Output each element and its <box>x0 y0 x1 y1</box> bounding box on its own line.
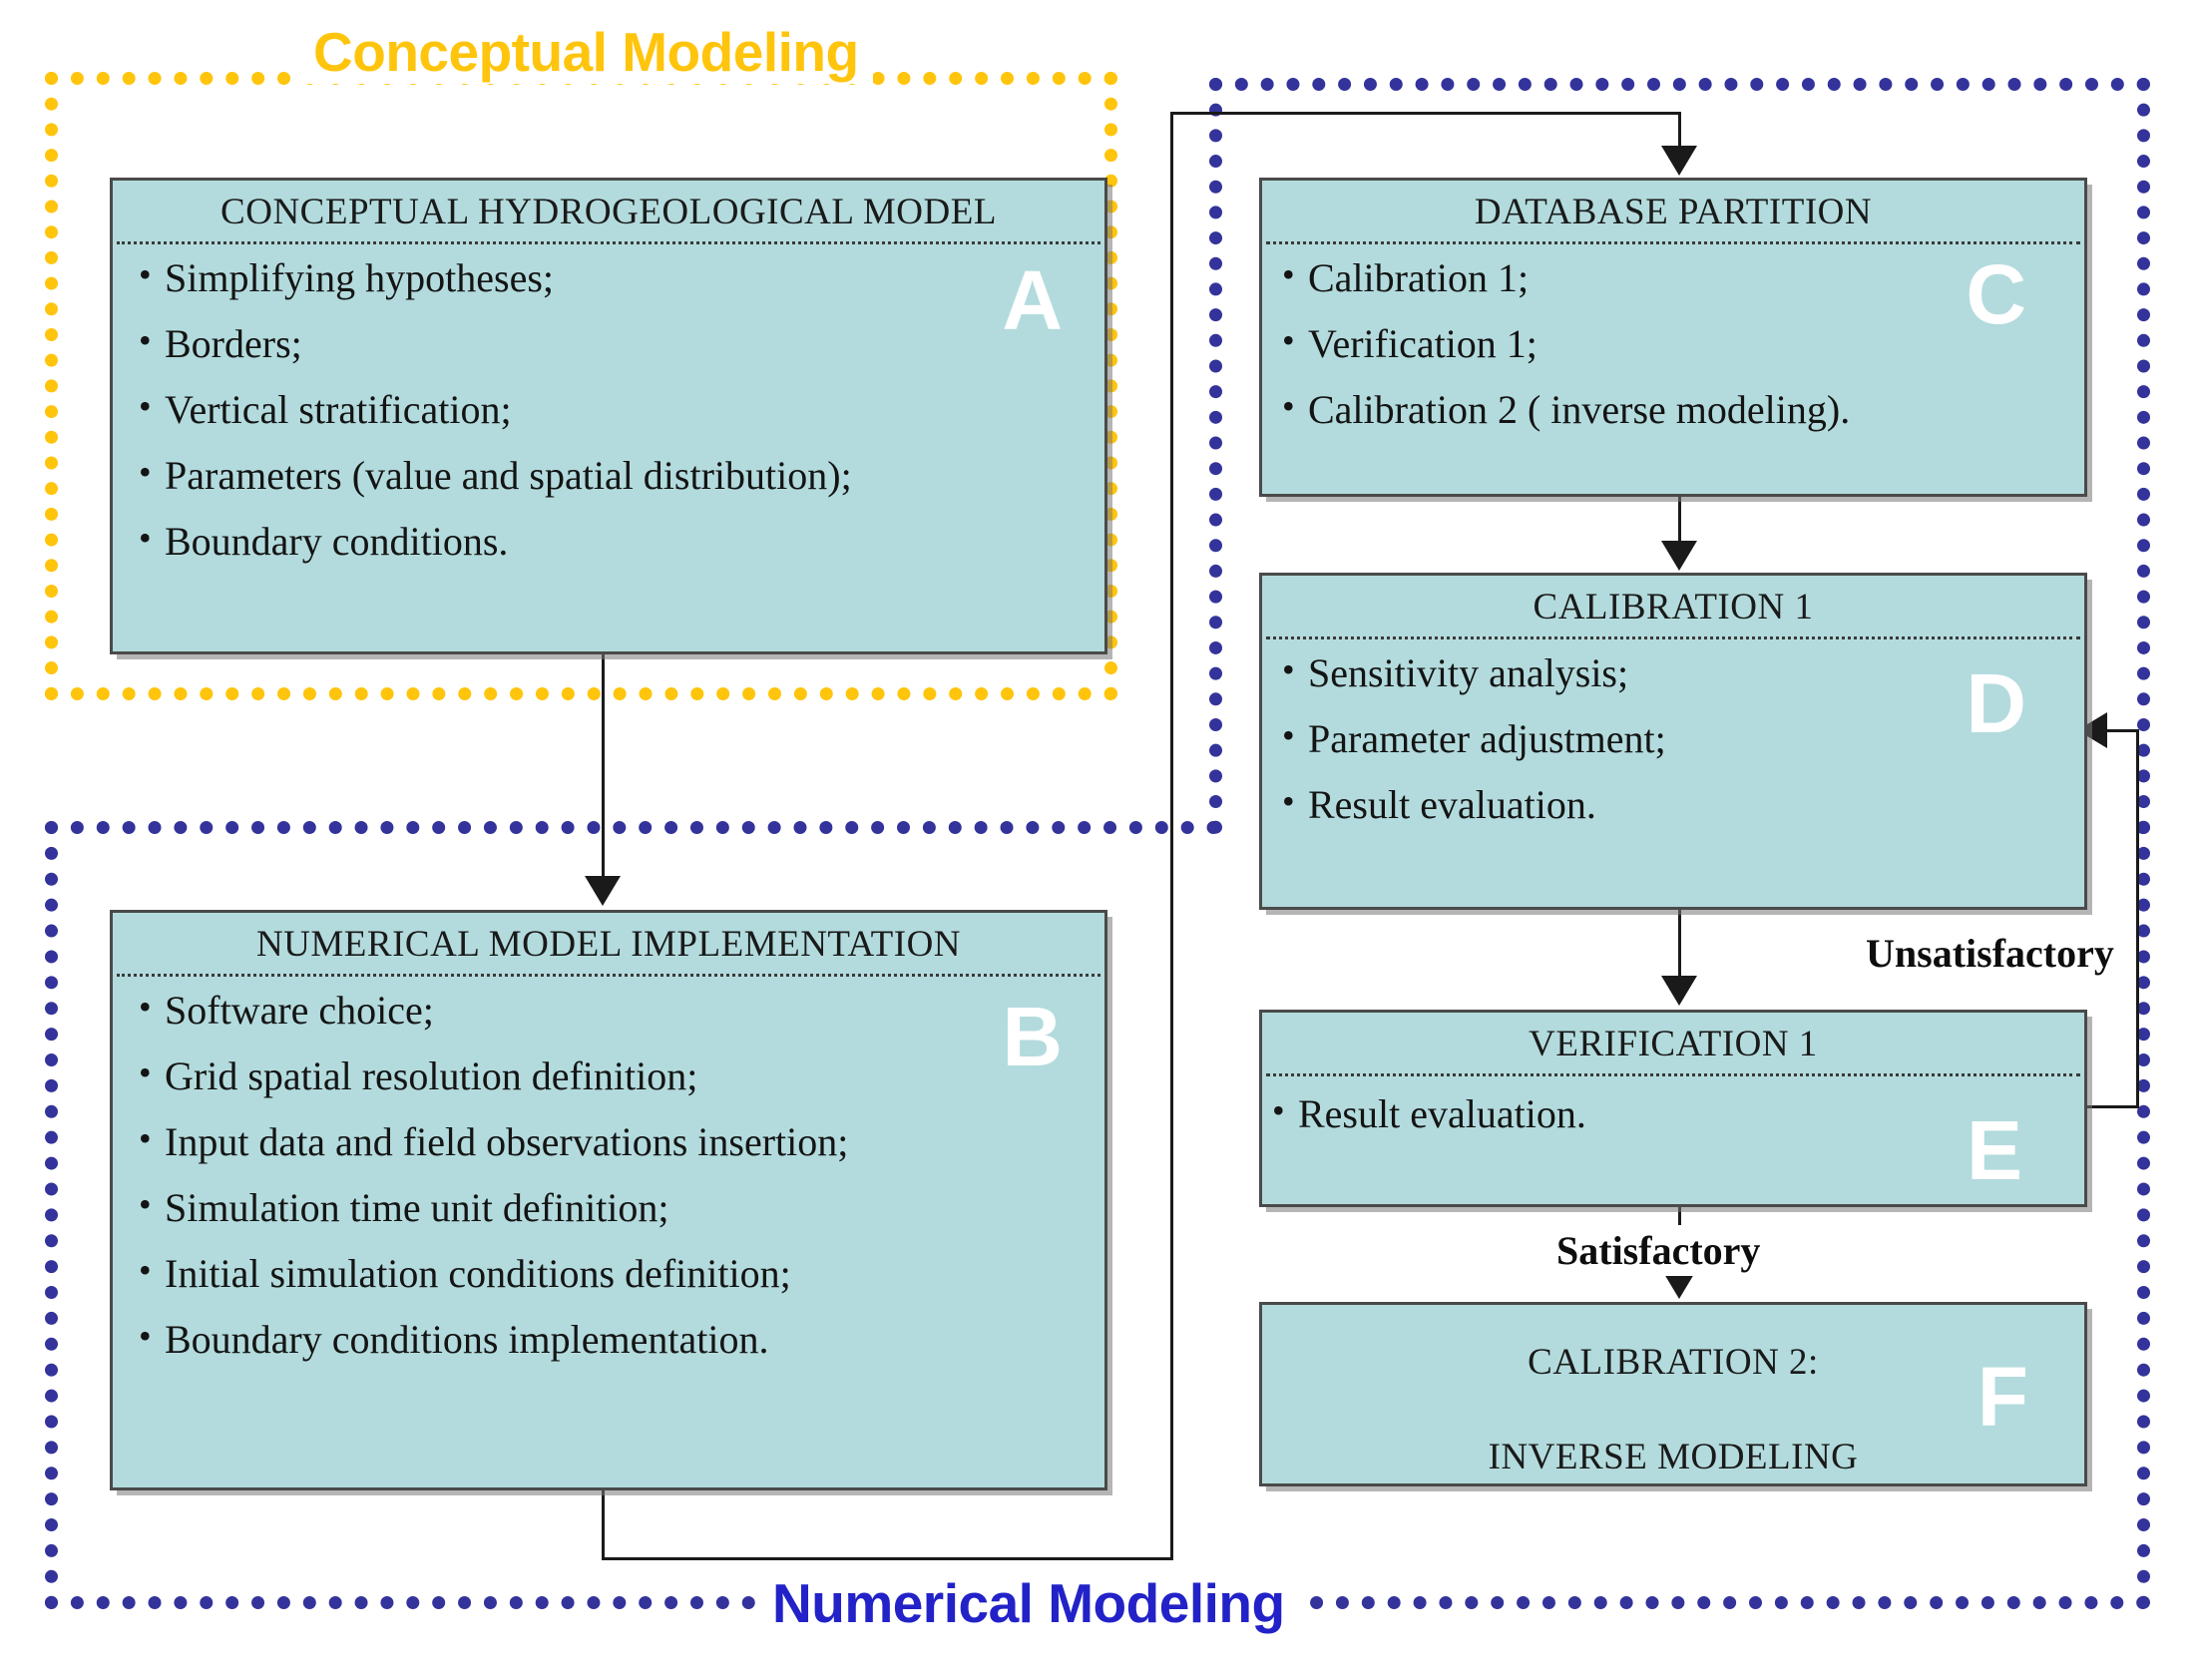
box-b-divider <box>117 974 1100 977</box>
box-b-title: NUMERICAL MODEL IMPLEMENTATION <box>255 924 962 965</box>
process-box-calibration-1[interactable]: CALIBRATION 1 Sensitivity analysis; Para… <box>1259 573 2087 910</box>
box-c-title: DATABASE PARTITION <box>1474 192 1873 232</box>
connector-d-to-e-line <box>1678 910 1681 976</box>
connector-a-to-b-arrowhead <box>585 876 621 906</box>
box-c-item: Calibration 2 ( inverse modeling). <box>1282 388 2084 430</box>
connector-a-to-b-line <box>602 654 605 880</box>
box-b-item: Grid spatial resolution definition; <box>139 1054 1104 1096</box>
process-box-conceptual-hydrogeological-model[interactable]: CONCEPTUAL HYDROGEOLOGICAL MODEL Simplif… <box>110 178 1107 654</box>
connector-c-to-d-arrowhead <box>1661 541 1697 571</box>
box-e-item-list: Result evaluation. <box>1262 1076 2084 1134</box>
box-f-title-line-1: CALIBRATION 2: <box>1528 1342 1819 1383</box>
process-box-numerical-model-implementation[interactable]: NUMERICAL MODEL IMPLEMENTATION Software … <box>110 910 1107 1490</box>
connector-b-to-c-segment-up <box>1170 112 1173 1560</box>
box-d-title: CALIBRATION 1 <box>1533 587 1814 628</box>
box-c-item: Verification 1; <box>1282 322 2084 364</box>
connector-b-to-c-segment-right <box>602 1557 1173 1560</box>
process-box-database-partition[interactable]: DATABASE PARTITION Calibration 1; Verifi… <box>1259 178 2087 497</box>
connector-e-to-d-segment-right <box>2087 1105 2139 1108</box>
connector-d-to-e-arrowhead <box>1661 976 1697 1006</box>
box-d-letter-badge: D <box>1966 656 2026 750</box>
box-a-item: Simplifying hypotheses; <box>139 256 1104 298</box>
box-f-title-line-2: INVERSE MODELING <box>1488 1437 1859 1477</box>
numerical-modeling-group-upper-frame <box>1209 78 2150 834</box>
process-box-calibration-2-inverse-modeling[interactable]: CALIBRATION 2: INVERSE MODELING F <box>1259 1302 2087 1486</box>
box-b-item-list: Software choice; Grid spatial resolution… <box>113 977 1104 1360</box>
box-e-divider <box>1266 1073 2080 1076</box>
box-d-item-list: Sensitivity analysis; Parameter adjustme… <box>1262 639 2084 825</box>
connector-e-to-d-segment-up <box>2136 729 2139 1106</box>
box-b-letter-badge: B <box>1002 990 1063 1083</box>
box-a-item: Borders; <box>139 322 1104 364</box>
box-d-divider <box>1266 636 2080 639</box>
box-d-item: Sensitivity analysis; <box>1282 651 2084 693</box>
box-d-item: Result evaluation. <box>1282 783 2084 825</box>
box-e-title: VERIFICATION 1 <box>1529 1024 1818 1064</box>
box-c-letter-badge: C <box>1966 247 2026 341</box>
process-box-verification-1[interactable]: VERIFICATION 1 Result evaluation. E <box>1259 1010 2087 1207</box>
box-a-divider <box>117 241 1100 244</box>
numerical-modeling-group-label: Numerical Modeling <box>758 1571 1299 1635</box>
connector-b-to-c-arrowhead <box>1661 146 1697 176</box>
box-b-item: Simulation time unit definition; <box>139 1186 1104 1228</box>
box-c-item: Calibration 1; <box>1282 256 2084 298</box>
box-d-item: Parameter adjustment; <box>1282 717 2084 759</box>
box-a-item: Vertical stratification; <box>139 388 1104 430</box>
box-b-item: Software choice; <box>139 989 1104 1031</box>
box-a-item: Parameters (value and spatial distributi… <box>139 454 1104 496</box>
box-f-letter-badge: F <box>1976 1350 2028 1444</box>
connector-b-to-c-segment-down <box>602 1490 605 1560</box>
box-e-item: Result evaluation. <box>1272 1092 2084 1134</box>
box-a-title: CONCEPTUAL HYDROGEOLOGICAL MODEL <box>220 192 997 232</box>
box-b-item: Initial simulation conditions definition… <box>139 1252 1104 1294</box>
box-a-item-list: Simplifying hypotheses; Borders; Vertica… <box>113 244 1104 562</box>
box-c-divider <box>1266 241 2080 244</box>
box-b-item: Input data and field observations insert… <box>139 1120 1104 1162</box>
edge-label-unsatisfactory: Unsatisfactory <box>1858 928 2122 979</box>
conceptual-modeling-group-label: Conceptual Modeling <box>299 20 873 84</box>
connector-b-to-c-segment-into-c <box>1678 112 1681 148</box>
box-a-item: Boundary conditions. <box>139 520 1104 562</box>
box-b-item: Boundary conditions implementation. <box>139 1318 1104 1360</box>
box-a-letter-badge: A <box>1002 253 1063 347</box>
box-c-item-list: Calibration 1; Verification 1; Calibrati… <box>1262 244 2084 430</box>
connector-c-to-d-line <box>1678 497 1681 541</box>
connector-b-to-c-segment-top <box>1170 112 1681 115</box>
box-e-letter-badge: E <box>1966 1103 2022 1197</box>
connector-e-to-d-segment-left <box>2107 729 2139 732</box>
edge-label-satisfactory: Satisfactory <box>1548 1225 1769 1276</box>
